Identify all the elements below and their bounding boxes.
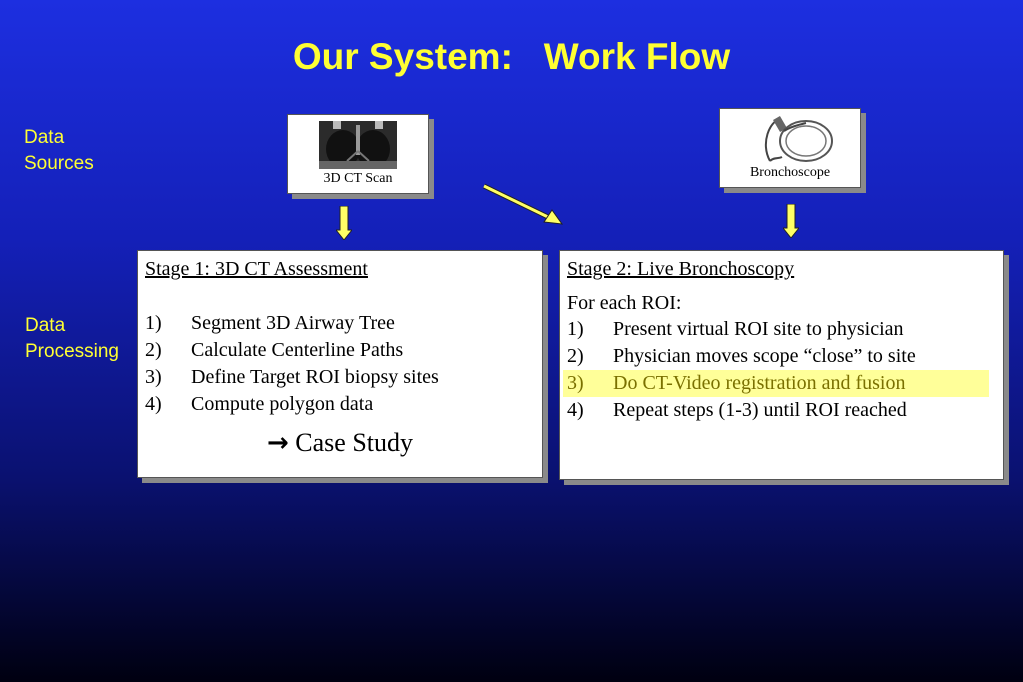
stage2-title: Stage 2: Live Bronchoscopy (567, 258, 795, 280)
stage1-step: 4) Compute polygon data (145, 393, 374, 415)
stage2-step-highlighted: 3) Do CT-Video registration and fusion (563, 370, 989, 397)
down-arrow-bronchoscope (783, 204, 799, 238)
ct-scan-caption: 3D CT Scan (323, 171, 393, 186)
right-arrow-icon: → (266, 428, 289, 458)
stage2-step: 1) Present virtual ROI site to physician (567, 318, 904, 340)
stage2-intro: For each ROI: (567, 292, 682, 314)
data-sources-label: Data Sources (24, 127, 94, 174)
stage1-step: 1) Segment 3D Airway Tree (145, 312, 395, 334)
stage2-box: Stage 2: Live Bronchoscopy For each ROI:… (559, 250, 1004, 480)
case-study-link: → Case Study (138, 428, 542, 458)
stage2-step: 2) Physician moves scope “close” to site (567, 345, 916, 367)
down-arrow-ct (336, 206, 352, 240)
stage1-step: 2) Calculate Centerline Paths (145, 339, 404, 361)
slide-title: Our System: Work Flow (292, 36, 731, 77)
stage1-title: Stage 1: 3D CT Assessment (145, 258, 368, 280)
data-processing-label: Data Processing (25, 315, 119, 362)
ct-scan-source: 3D CT Scan (287, 114, 429, 194)
ct-scan-image (319, 121, 397, 169)
diagonal-arrow (482, 183, 564, 225)
case-study-text: Case Study (295, 428, 414, 457)
bronchoscope-caption: Bronchoscope (749, 165, 831, 180)
bronchoscope-source: Bronchoscope (719, 108, 861, 188)
stage1-box: Stage 1: 3D CT Assessment 1) Segment 3D … (137, 250, 543, 478)
stage1-step: 3) Define Target ROI biopsy sites (145, 366, 439, 388)
bronchoscope-image (764, 115, 833, 162)
stage2-step: 4) Repeat steps (1-3) until ROI reached (567, 399, 907, 421)
